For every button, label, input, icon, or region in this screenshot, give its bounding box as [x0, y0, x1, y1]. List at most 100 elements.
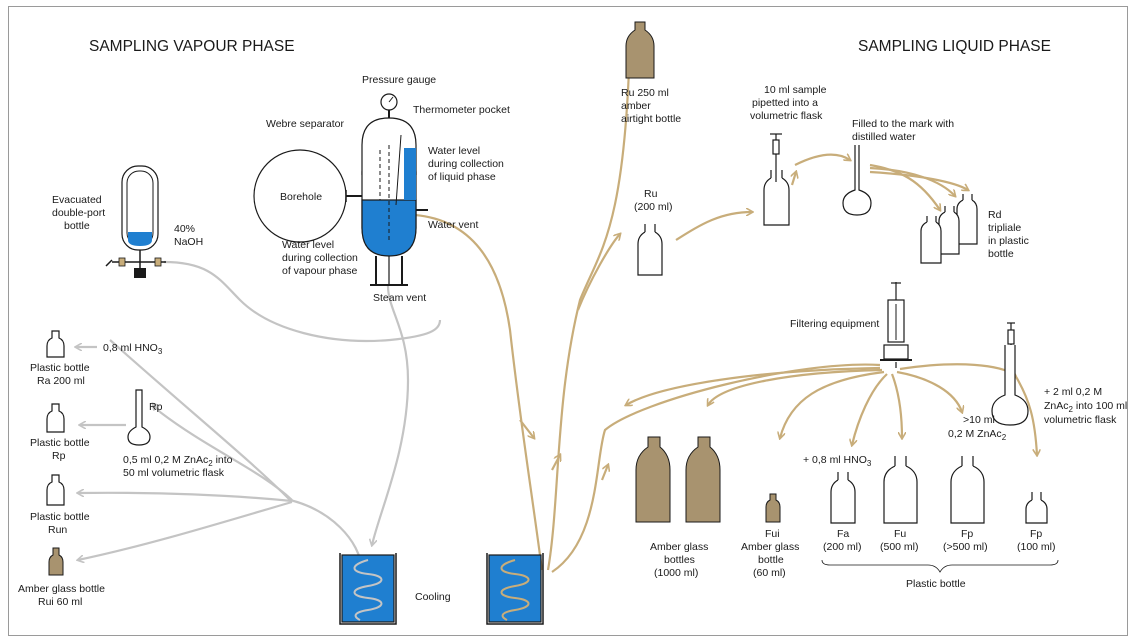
naoh-solution [128, 232, 152, 246]
label-ra-1: Plastic bottle [30, 362, 90, 374]
label-fp1-1: Fp [961, 528, 973, 540]
label-fu-2: (500 ml) [880, 541, 919, 553]
label-fp1-2: (>500 ml) [943, 541, 988, 553]
pipe-to-rui [78, 500, 293, 560]
diagram-frame [8, 6, 1128, 636]
label-hno3: 0,8 ml HNO [103, 342, 158, 354]
label-filled-2: distilled water [852, 131, 916, 143]
label-znac-flask-3: volumetric flask [1044, 414, 1117, 426]
label-fp2-1: Fp [1030, 528, 1042, 540]
label-gt10-2-sub: 2 [1002, 433, 1007, 442]
label-rd-2: tripliale [988, 222, 1021, 234]
label-fui-2: Amber glass [741, 541, 799, 553]
bottle-rd-2 [938, 206, 960, 255]
label-cooling: Cooling [415, 591, 451, 603]
label-run-1: Plastic bottle [30, 511, 90, 523]
valve-left-icon [118, 257, 126, 267]
label-ru250-1: Ru 250 ml [621, 87, 669, 99]
label-water-vent: Water vent [428, 219, 478, 231]
pipe-to-znac [159, 411, 293, 501]
cooling-bath-liquid [488, 554, 542, 623]
flask-rp [127, 389, 151, 446]
label-znac-a-sub: 2 [208, 459, 213, 468]
label-znac-a: 0,5 ml 0,2 M ZnAc [123, 454, 208, 466]
label-water-level-liquid-2: during collection [428, 158, 504, 170]
label-rp-2: Rp [52, 450, 66, 462]
label-znac-a-tail: into [213, 454, 233, 466]
arrow-filter-to-znac-flask [899, 363, 1015, 375]
arrow-filter-to-fui [780, 370, 885, 438]
arrow-flask-to-volumetric [794, 155, 850, 166]
bottle-fp-100 [1025, 492, 1048, 524]
label-filled-1: Filled to the mark with [852, 118, 954, 130]
label-znac-flask-2-tail: into 100 ml [1073, 400, 1127, 412]
svg-text:0,8 ml HNO3: 0,8 ml HNO3 [103, 342, 163, 356]
bottle-fp-500 [950, 456, 985, 524]
pipe-cooler-to-ru250 [546, 39, 632, 571]
water-liquid-phase [404, 148, 416, 200]
label-znac-flask-2: ZnAc [1044, 400, 1069, 412]
vapour-title: SAMPLING VAPOUR PHASE [89, 38, 295, 55]
svg-text:0,2 M ZnAc2: 0,2 M ZnAc2 [948, 428, 1007, 442]
label-amber-2: bottles [664, 554, 695, 566]
volumetric-flask [842, 145, 872, 216]
pipe-steam-vent-to-cooling [372, 285, 410, 545]
bottle-run [46, 474, 65, 506]
thermometer [395, 134, 402, 206]
pipe-to-filter [551, 363, 881, 573]
coil-liquid [500, 559, 530, 621]
liquid-title: SAMPLING LIQUID PHASE [858, 38, 1051, 55]
label-water-level-vapour-2: during collection [282, 252, 358, 264]
label-rd-1: Rd [988, 209, 1002, 221]
label-gt10-2: 0,2 M ZnAc [948, 428, 1002, 440]
label-znac-b: 50 ml volumetric flask [123, 467, 225, 479]
label-run-2: Run [48, 524, 67, 536]
bottle-ru250 [625, 21, 655, 79]
bottle-fa [830, 472, 856, 524]
arrow-to-ru [576, 234, 620, 311]
arrow-filter-to-fu [890, 373, 902, 438]
label-hno3-plus: + 0,8 ml HNO [803, 454, 867, 466]
bottle-fui [765, 493, 781, 523]
label-pressure-gauge: Pressure gauge [362, 74, 436, 86]
arrow-ru-to-flask [675, 212, 752, 241]
label-fa-2: (200 ml) [823, 541, 862, 553]
label-fu-1: Fu [894, 528, 906, 540]
label-evacuated-2: double-port [52, 207, 105, 219]
filter-holder [883, 344, 909, 360]
label-gt10-1: >10 ml [963, 414, 995, 426]
svg-text:ZnAc2 into 100 ml: ZnAc2 into 100 ml [1044, 400, 1127, 414]
label-pipette-3: volumetric flask [750, 110, 823, 122]
label-rp-flask: Rp [149, 401, 163, 413]
label-pipette-1: 10 ml sample [764, 84, 827, 96]
label-ru250-3: airtight bottle [621, 113, 681, 125]
arrow-filter-to-fp [896, 370, 962, 412]
bottle-amber-1000-b [685, 436, 721, 523]
bottle-rp [46, 403, 65, 433]
arrow-filter-to-amber2 [708, 368, 883, 405]
label-webre-separator: Webre separator [266, 118, 345, 130]
label-hno3-plus-sub: 3 [867, 459, 872, 468]
label-ru-2: (200 ml) [634, 201, 673, 213]
svg-text:0,5 ml 0,2 M ZnAc2 into: 0,5 ml 0,2 M ZnAc2 into [123, 454, 233, 468]
bottle-ru [637, 224, 663, 276]
label-water-level-vapour-3: of vapour phase [282, 265, 357, 277]
bottle-amber-1000-a [635, 436, 671, 523]
label-rui-1: Amber glass bottle [18, 583, 105, 595]
label-thermometer-pocket: Thermometer pocket [413, 104, 510, 116]
label-water-level-liquid-3: of liquid phase [428, 171, 496, 183]
label-fui-3: bottle [758, 554, 784, 566]
label-rd-4: bottle [988, 248, 1014, 260]
label-evacuated-3: bottle [64, 220, 90, 232]
flask-sample [763, 170, 790, 226]
arrow-filter-to-fa [852, 373, 888, 445]
label-ra-2: Ra 200 ml [37, 375, 85, 387]
valve-base-icon [134, 268, 146, 278]
water-vapour-phase [361, 199, 417, 257]
label-znac-flask-1: + 2 ml 0,2 M [1044, 386, 1102, 398]
arrow-to-fp100 [1014, 374, 1037, 455]
pipe-to-run [78, 493, 293, 503]
pipe-water-vent-to-cooler [414, 213, 544, 571]
label-pipette-2: pipetted into a [752, 97, 818, 109]
label-fui-1: Fui [765, 528, 780, 540]
